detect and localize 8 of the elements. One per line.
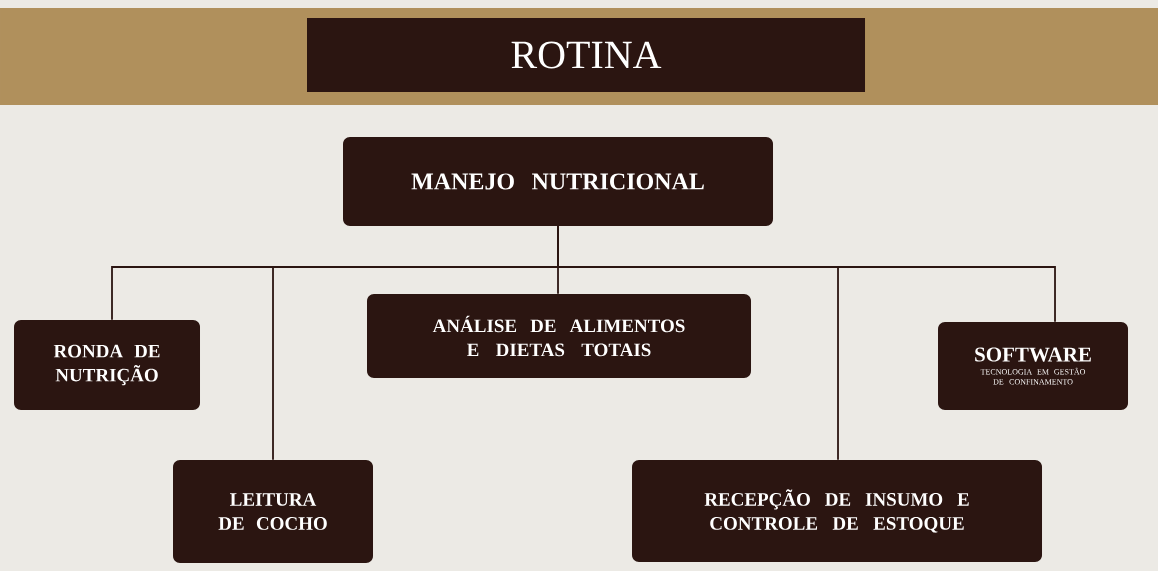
- process-box: ANÁLISE DE ALIMENTOS E DIETAS TOTAIS: [367, 294, 751, 378]
- process-box: RECEPÇÃO DE INSUMO E CONTROLE DE ESTOQUE: [632, 460, 1042, 562]
- process-box: SOFTWARE TECNOLOGIA EM GESTÃO DE CONFINAMENTO: [938, 322, 1128, 410]
- title-banner: ROTINA: [307, 18, 865, 92]
- process-box: RONDA DE NUTRIÇÃO: [14, 320, 200, 410]
- process-box: LEITURA DE COCHO: [173, 460, 373, 563]
- connector-line: [557, 225, 1056, 323]
- process-box: MANEJO NUTRICIONAL: [343, 137, 773, 226]
